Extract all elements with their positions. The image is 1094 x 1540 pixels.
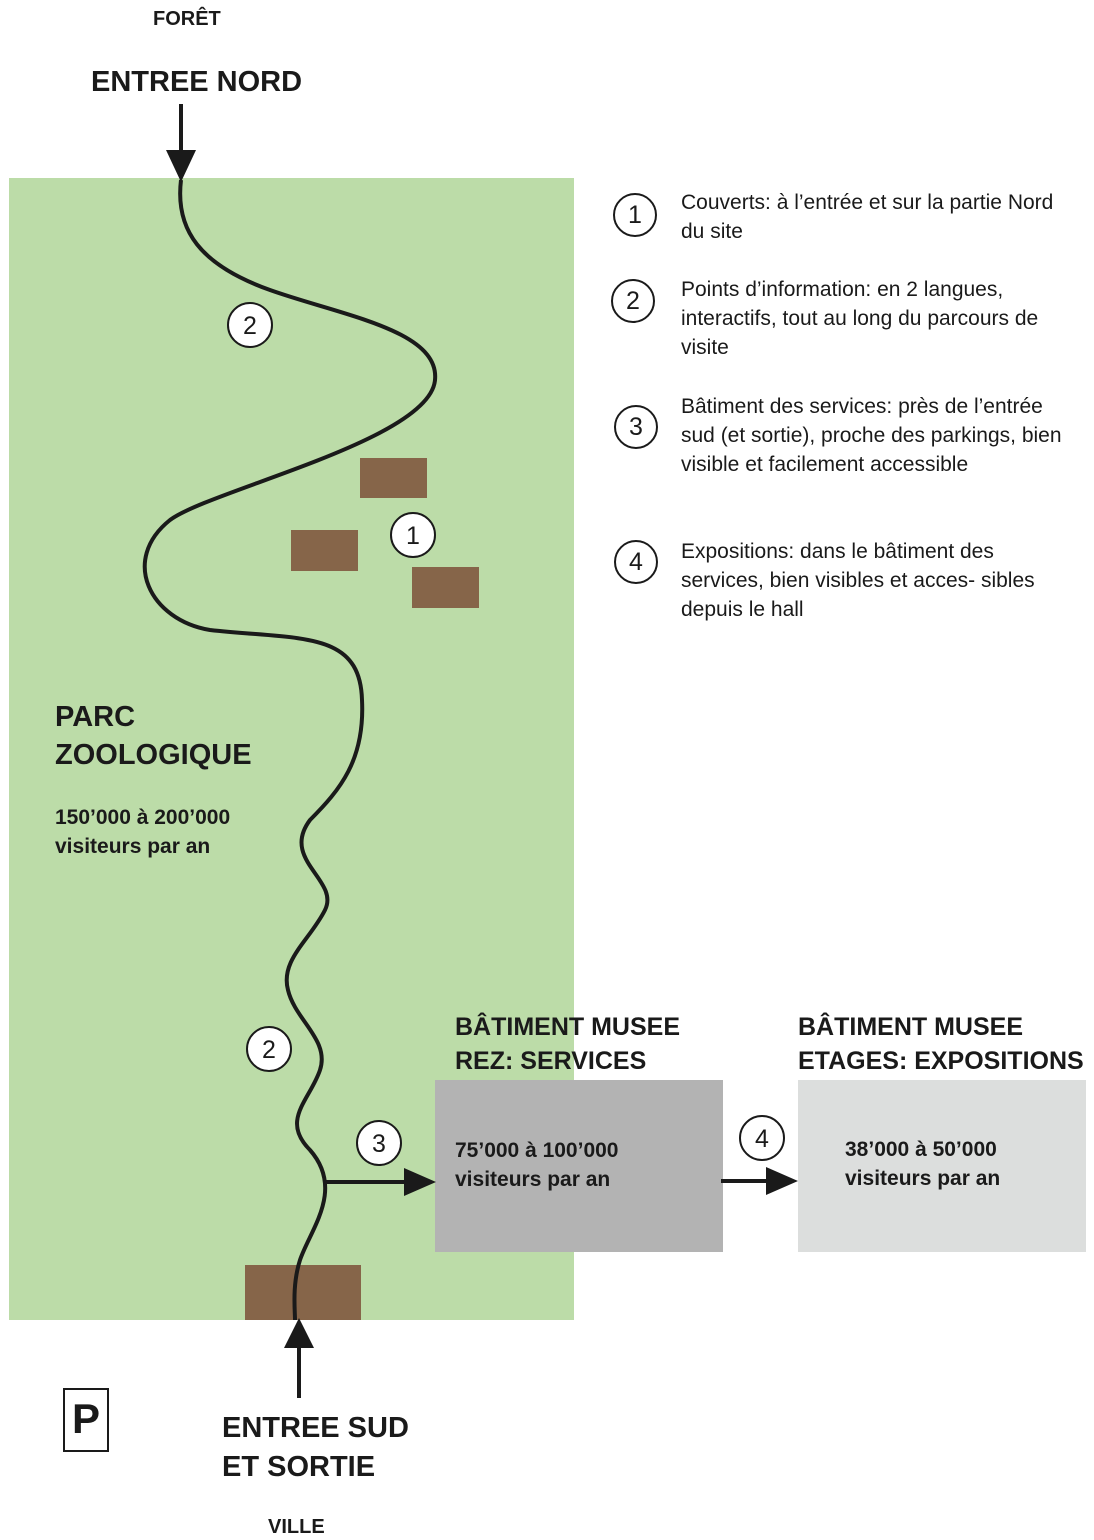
marker-2-south: 2: [246, 1026, 292, 1072]
legend-text-3: Bâtiment des services: près de l’entrée …: [681, 395, 1062, 476]
south-entrance-line-2: ET SORTIE: [222, 1451, 376, 1483]
north-entrance-label: ENTREE NORD: [91, 66, 303, 98]
legend-text-1: Couverts: à l’entrée et sur la partie No…: [681, 191, 1054, 243]
services-visitors-line-1: 75’000 à 100’000: [455, 1139, 619, 1162]
marker-1: 1: [390, 512, 436, 558]
marker-1-text: 1: [406, 522, 420, 550]
services-title-line-2: REZ: SERVICES: [455, 1047, 647, 1075]
marker-3-text: 3: [372, 1130, 386, 1158]
park-title-line-1: PARC: [55, 701, 136, 733]
south-entrance-line-1: ENTREE SUD: [222, 1412, 409, 1444]
legend-number-2: 2: [611, 279, 655, 323]
marker-3: 3: [356, 1120, 402, 1166]
park-title-line-2: ZOOLOGIQUE: [55, 739, 252, 771]
to-exhibitions-arrowhead: [766, 1167, 798, 1195]
south-arrowhead: [284, 1318, 314, 1348]
expo-title-line-2: ETAGES: EXPOSITIONS: [798, 1047, 1084, 1075]
park-visitors-line-1: 150’000 à 200’000: [55, 806, 231, 829]
shelter-entrance: [245, 1265, 361, 1320]
services-building: [435, 1080, 723, 1252]
marker-2-south-text: 2: [262, 1036, 276, 1064]
shelter-1: [360, 458, 427, 498]
services-title-line-1: BÂTIMENT MUSEE: [455, 1013, 680, 1041]
to-services-arrowhead: [404, 1168, 436, 1196]
marker-4: 4: [739, 1115, 785, 1161]
marker-2-north: 2: [227, 302, 273, 348]
exhibitions-building: [798, 1080, 1086, 1252]
expo-visitors-line-2: visiteurs par an: [845, 1167, 1001, 1190]
north-label: FORÊT: [153, 8, 221, 30]
north-arrowhead: [166, 150, 196, 182]
legend-text-4: Expositions: dans le bâtiment des servic…: [681, 540, 1035, 621]
expo-visitors-line-1: 38’000 à 50’000: [845, 1138, 997, 1161]
services-visitors-line-2: visiteurs par an: [455, 1168, 611, 1191]
expo-title-line-1: BÂTIMENT MUSEE: [798, 1013, 1023, 1041]
park-visitors-line-2: visiteurs par an: [55, 835, 211, 858]
legend-number-1: 1: [613, 193, 657, 237]
shelter-2: [291, 530, 358, 571]
marker-2-north-text: 2: [243, 312, 257, 340]
legend-number-4: 4: [614, 540, 658, 584]
visitor-path: [142, 179, 438, 1321]
legend-number-3: 3: [614, 405, 658, 449]
south-label: VILLE: [268, 1516, 325, 1538]
parking-icon: P: [63, 1388, 109, 1452]
marker-4-text: 4: [755, 1125, 769, 1153]
shelter-3: [412, 567, 479, 608]
legend-text-2: Points d’information: en 2 langues, inte…: [681, 278, 1039, 359]
